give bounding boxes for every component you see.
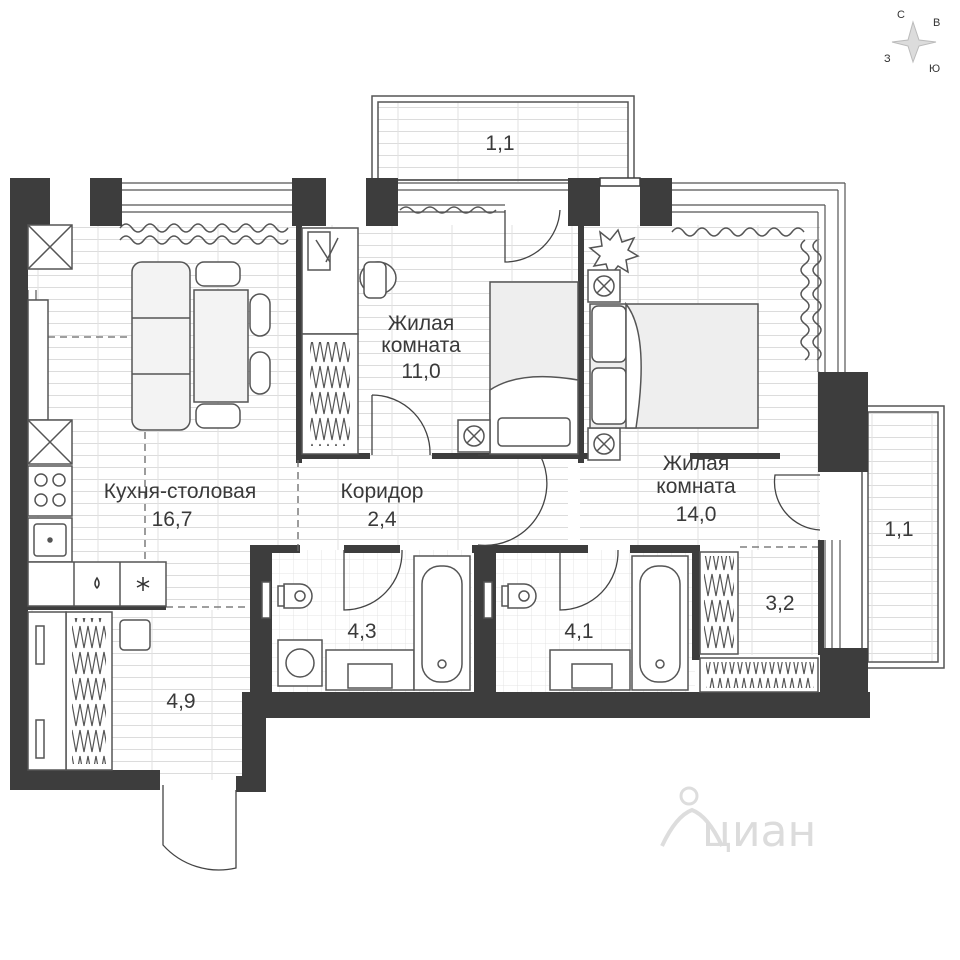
hall-area: 4,9	[166, 690, 195, 713]
watermark-text: циан	[702, 806, 816, 857]
plant-icon	[588, 228, 640, 278]
bath1-fixtures	[261, 555, 471, 691]
flame-icon	[94, 576, 100, 590]
curtains	[119, 206, 822, 361]
sofa	[131, 261, 191, 431]
balcony-top-area: 1,1	[485, 132, 514, 155]
storage-area: 3,2	[765, 592, 794, 615]
living1-furniture	[301, 227, 579, 455]
living1-name-line1: Жилая	[388, 312, 454, 335]
corridor-area: 2,4	[367, 508, 397, 531]
balcony-top-floor	[378, 102, 628, 182]
corridor-name: Коридор	[341, 480, 424, 503]
balcony-right-area: 1,1	[884, 518, 913, 541]
living2-name-line2: комната	[656, 475, 736, 498]
snowflake-icon	[136, 577, 150, 591]
balcony-right-floor	[868, 412, 938, 662]
door-entrance	[162, 785, 237, 871]
bath1-area: 4,3	[347, 620, 376, 643]
compass-west: З	[884, 53, 891, 65]
bath2-fixtures	[483, 555, 689, 691]
hob	[27, 465, 73, 517]
living2-area: 14,0	[676, 503, 717, 526]
living1-name-line2: комната	[381, 334, 461, 357]
compass-icon: С В Ю З	[884, 9, 940, 75]
door-living1	[371, 394, 431, 456]
compass-east: В	[933, 17, 940, 29]
compass-south: Ю	[929, 63, 940, 75]
compass-north: С	[897, 9, 905, 21]
corridor-floor	[298, 455, 568, 550]
bath2-area: 4,1	[564, 620, 593, 643]
counter	[27, 561, 167, 607]
living2-furniture	[587, 228, 759, 461]
door-balcony-top	[504, 209, 561, 263]
living1-area: 11,0	[401, 360, 440, 383]
kitchen-area: 16,7	[152, 508, 193, 531]
door-bath2	[559, 549, 619, 611]
cian-logo-icon: циан	[660, 786, 816, 857]
fridge-panel	[27, 299, 49, 421]
door-bath1	[343, 549, 403, 611]
balconies	[371, 95, 945, 669]
storage-furniture	[27, 551, 819, 771]
door-corridor-living2	[477, 454, 548, 547]
doors	[162, 209, 821, 871]
kitchen-furniture	[27, 224, 271, 607]
exterior-walls	[10, 177, 870, 792]
kitchen-name: Кухня-столовая	[104, 480, 256, 503]
living2-name-line1: Жилая	[663, 452, 729, 475]
door-balcony-right	[773, 474, 821, 531]
room-labels: 1,1 Жилая комната 11,0 Кухня-столовая 16…	[104, 132, 914, 713]
dining-table	[193, 289, 249, 403]
